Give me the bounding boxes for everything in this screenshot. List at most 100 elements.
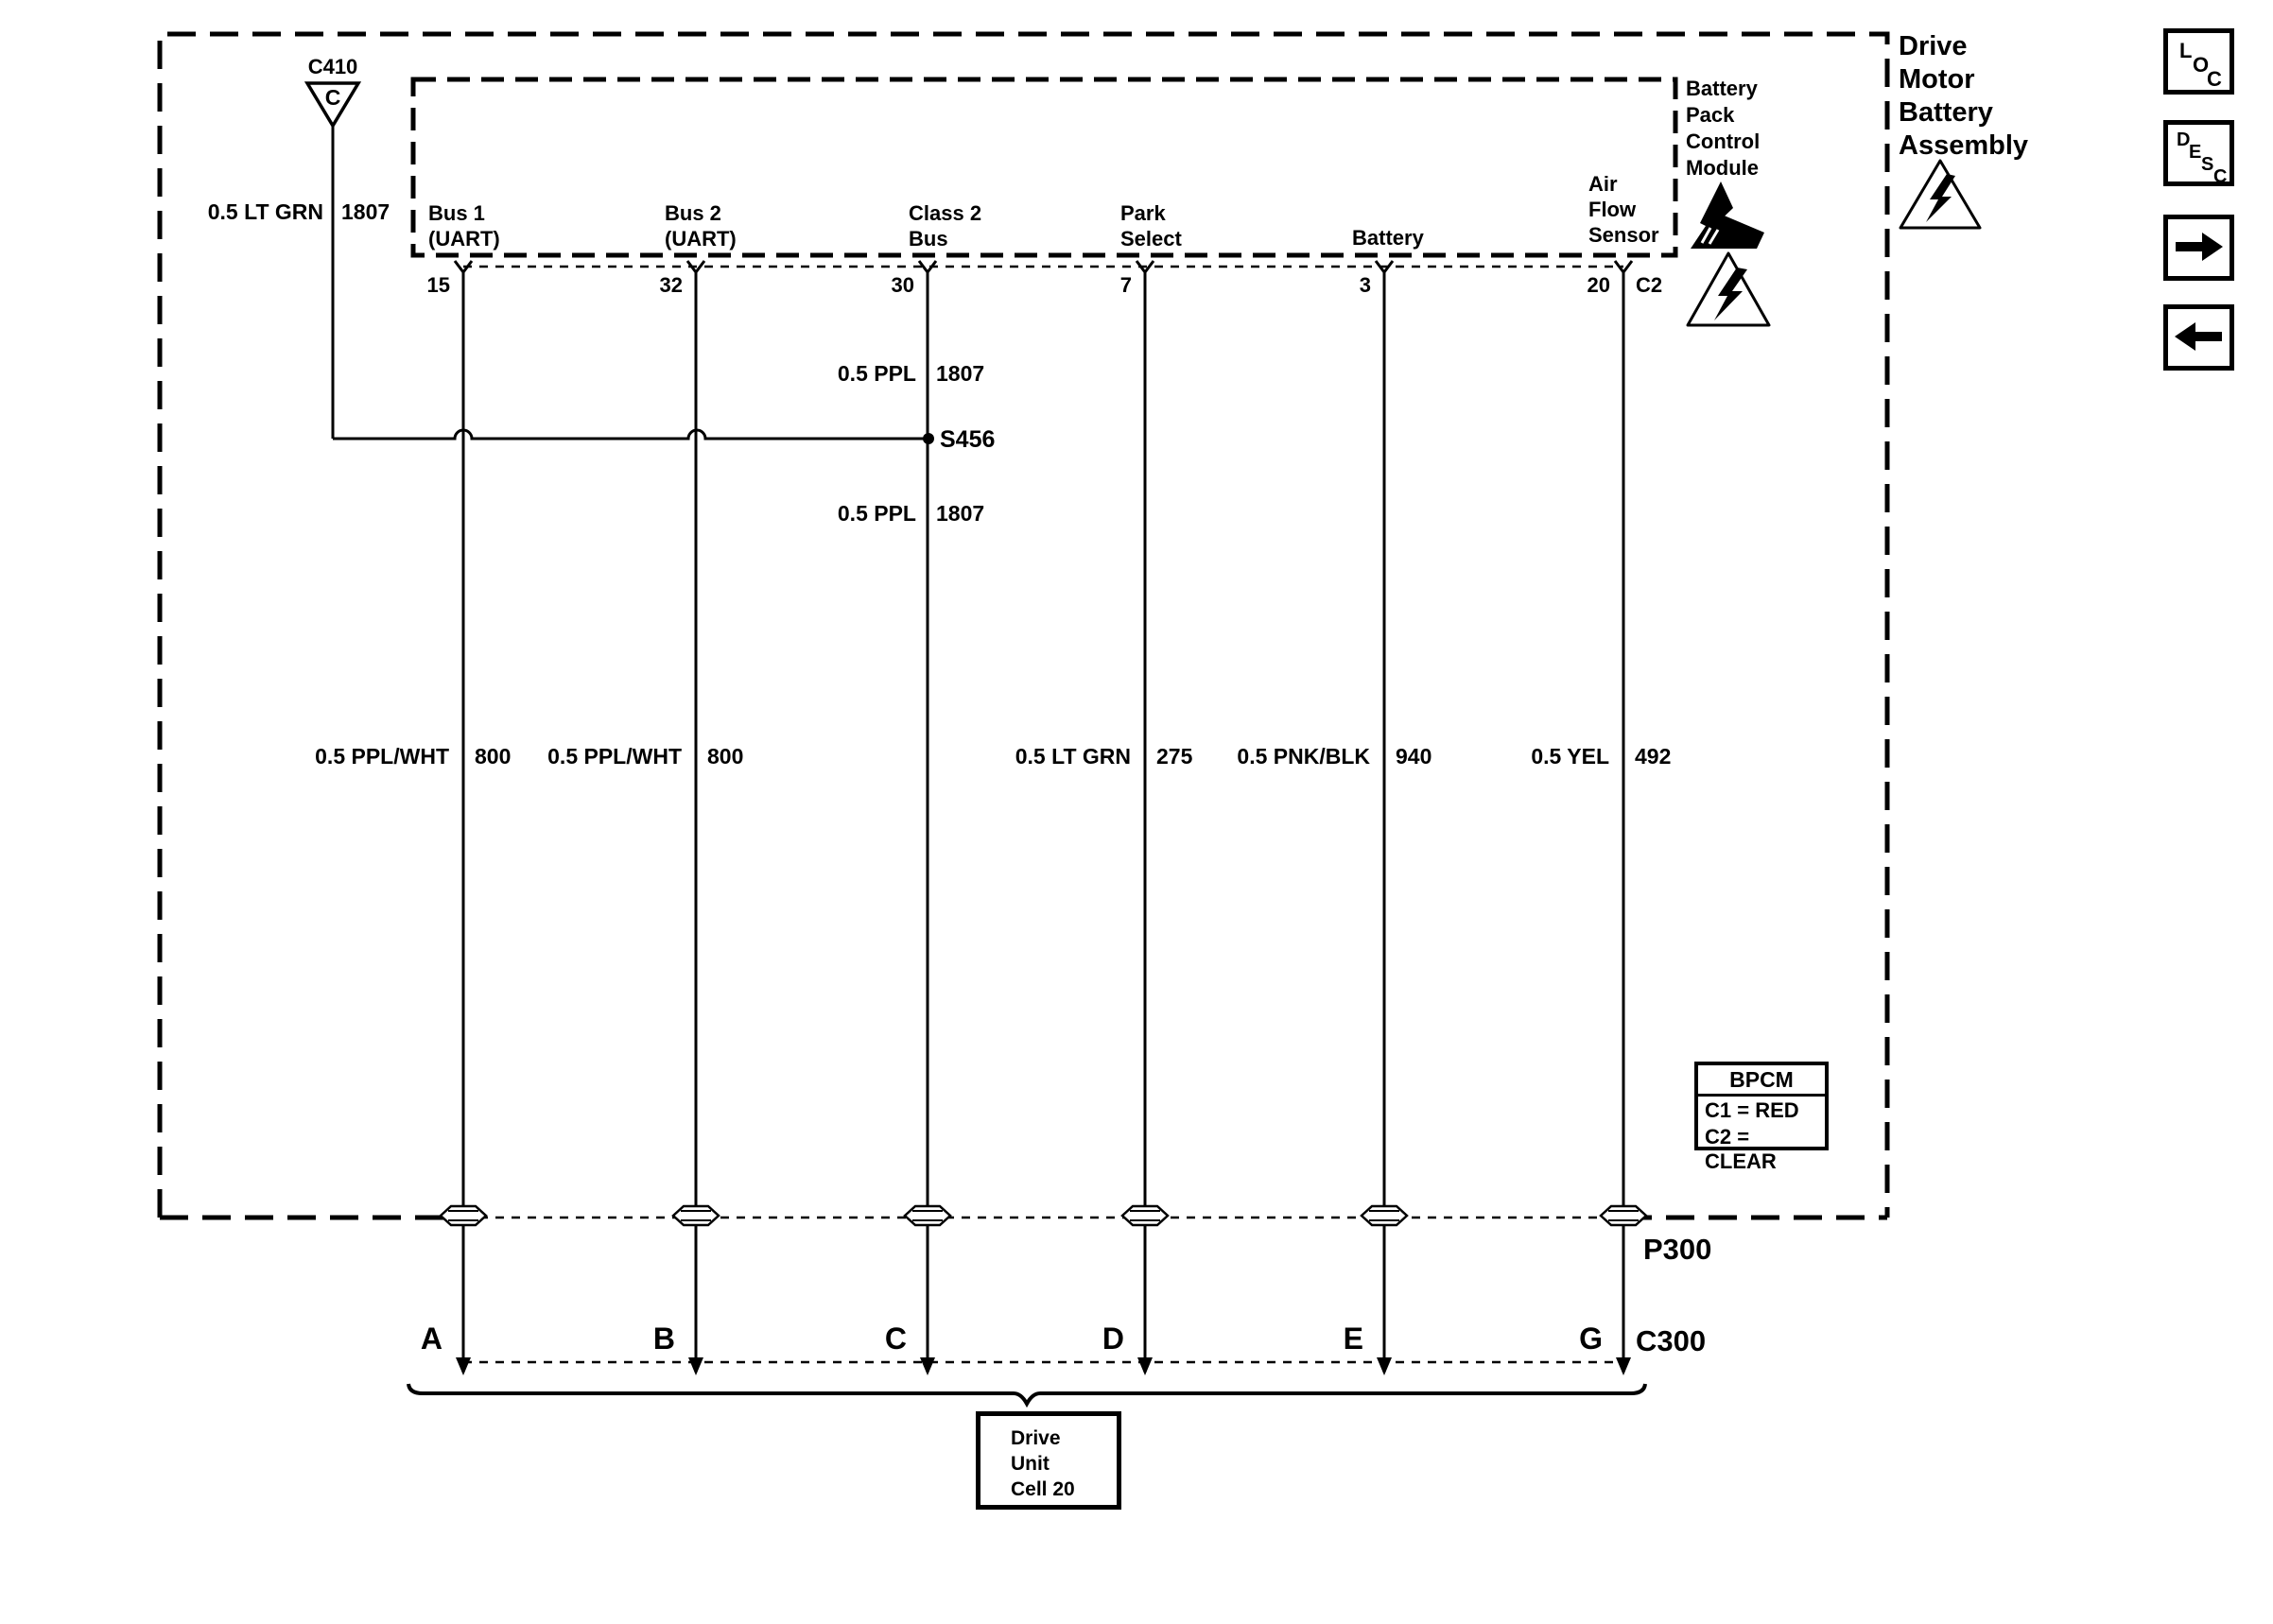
right-arrow-icon [2176,233,2223,261]
c410-connector-triangle-icon [304,81,362,130]
p300-passthrough-icon-detail [1369,1210,1399,1221]
wire-color-label: 0.5 PNK/BLK [1237,744,1370,769]
pin-number: 30 [891,273,914,297]
down-arrow-icon [1137,1357,1153,1375]
pin-number: 20 [1587,273,1610,297]
module-pin-label-1: Bus 2(UART) [665,200,737,251]
p300-passthrough-icon [671,1204,720,1227]
module-pin-label-line: (UART) [665,227,737,251]
module-pin-label-line: Bus 1 [428,201,485,225]
bpcm-legend-row-c1: C1 = RED [1705,1098,1799,1122]
p300-passthrough-icon-detail [681,1210,711,1221]
circuit-number: 940 [1396,744,1432,769]
pin-terminal-icon [1374,260,1395,274]
module-pin-label-line: (UART) [428,227,500,251]
bpcm-legend-title: BPCM [1698,1065,1825,1097]
assembly-high-voltage-icon [1899,159,1982,230]
p300-passthrough-icon-detail [1130,1210,1160,1221]
p300-passthrough-icon-detail [448,1210,478,1221]
class2-circuit-lower: 1807 [936,501,985,526]
pin-terminal-icon [1135,260,1155,274]
p300-passthrough-icon [903,1204,952,1227]
drive-unit-line: Unit [1011,1453,1050,1475]
c300-terminal-letter: D [1102,1322,1124,1356]
down-arrow-icon [920,1357,935,1375]
pin-number: 3 [1359,273,1371,297]
desc-letter: C [2213,166,2228,187]
wire-color-label: 0.5 PPL/WHT [547,744,682,769]
module-pin-label-line: Bus [909,227,948,251]
wire-color-label: 0.5 PPL/WHT [315,744,449,769]
wire-color-label: 0.5 LT GRN [1015,744,1131,769]
c410-wire-color-label: 0.5 LT GRN [207,199,323,224]
pin-terminal-icon [1613,260,1634,274]
desc-button[interactable]: D E S C [2163,120,2234,187]
p300-passthrough-icon-detail [912,1210,943,1221]
p300-passthrough-icon [1120,1204,1170,1227]
down-arrow-icon [1377,1357,1392,1375]
c410-cavity-label: C [324,85,341,110]
module-pin-label-line: Sensor [1588,223,1659,247]
drive-unit-brace [407,1383,1647,1408]
circuit-number: 492 [1635,744,1672,769]
desc-letter: E [2189,142,2202,163]
c300-terminal-letter: A [420,1322,442,1356]
s456-splice-label: S456 [940,426,996,453]
loc-button[interactable]: L O C [2163,28,2234,95]
circuit-number: 275 [1156,744,1193,769]
down-arrow-icon [1616,1357,1631,1375]
module-pin-label-4: Battery [1352,225,1424,251]
previous-button[interactable] [2163,304,2234,371]
module-pin-label-line: Battery [1352,226,1424,250]
pin-terminal-icon [685,260,706,274]
module-pin-label-line: Flow [1588,198,1637,221]
wire-color-label: 0.5 YEL [1531,744,1609,769]
wire-columns [439,260,1648,1375]
module-high-voltage-icon [1686,251,1771,327]
pin-terminal-icon [453,260,474,274]
circuit-number: 800 [475,744,512,769]
drive-unit-box: Drive Unit Cell 20 [976,1411,1121,1510]
desc-letter: S [2201,154,2214,175]
assembly-title: Drive Motor Battery Assembly [1899,31,2029,161]
pin-number: 7 [1119,273,1132,297]
p300-passthrough-icon [439,1204,488,1227]
module-pin-label-line: Select [1120,227,1182,251]
desc-letter: D [2177,130,2191,150]
bpcm-legend-row-c2: C2 = CLEAR [1705,1125,1777,1173]
c300-connector-label: C300 [1636,1324,1707,1357]
p300-passthrough-icon [1360,1204,1409,1227]
c300-terminal-letter: B [652,1322,675,1356]
pin-terminal-icon [917,260,938,274]
module-pin-label-0: Bus 1(UART) [428,200,500,251]
bpcm-legend-box: BPCM C1 = RED C2 = CLEAR [1694,1062,1829,1173]
module-pin-label-line: Park [1120,201,1166,225]
drive-unit-line: Cell 20 [1011,1478,1075,1500]
loc-letter: C [2207,67,2222,91]
loc-letter: L [2179,39,2193,62]
p300-connector-label: P300 [1643,1233,1712,1266]
assembly-boundary-box [157,31,1890,1218]
next-button[interactable] [2163,215,2234,281]
class2-wire-color-upper: 0.5 PPL [837,361,916,386]
c300-terminal-letter: C [884,1322,907,1356]
bpcm-module-box [410,77,1678,258]
c410-circuit-number: 1807 [341,199,390,224]
c410-connector-label: C410 [307,55,358,78]
loc-letter: O [2193,53,2210,77]
c300-terminal-letter: G [1579,1322,1603,1356]
down-arrow-icon [688,1357,703,1375]
pin-number: 15 [426,273,450,297]
down-arrow-icon [456,1357,471,1375]
p300-passthrough-icon [1599,1204,1648,1227]
module-pin-label-line: Bus 2 [665,201,721,225]
esd-warning-icon [1691,181,1764,249]
c410-to-s456-wire [333,428,928,441]
class2-circuit-upper: 1807 [936,361,985,386]
module-pin-label-line: Air [1588,172,1618,196]
c2-connector-label: C2 [1636,273,1663,297]
